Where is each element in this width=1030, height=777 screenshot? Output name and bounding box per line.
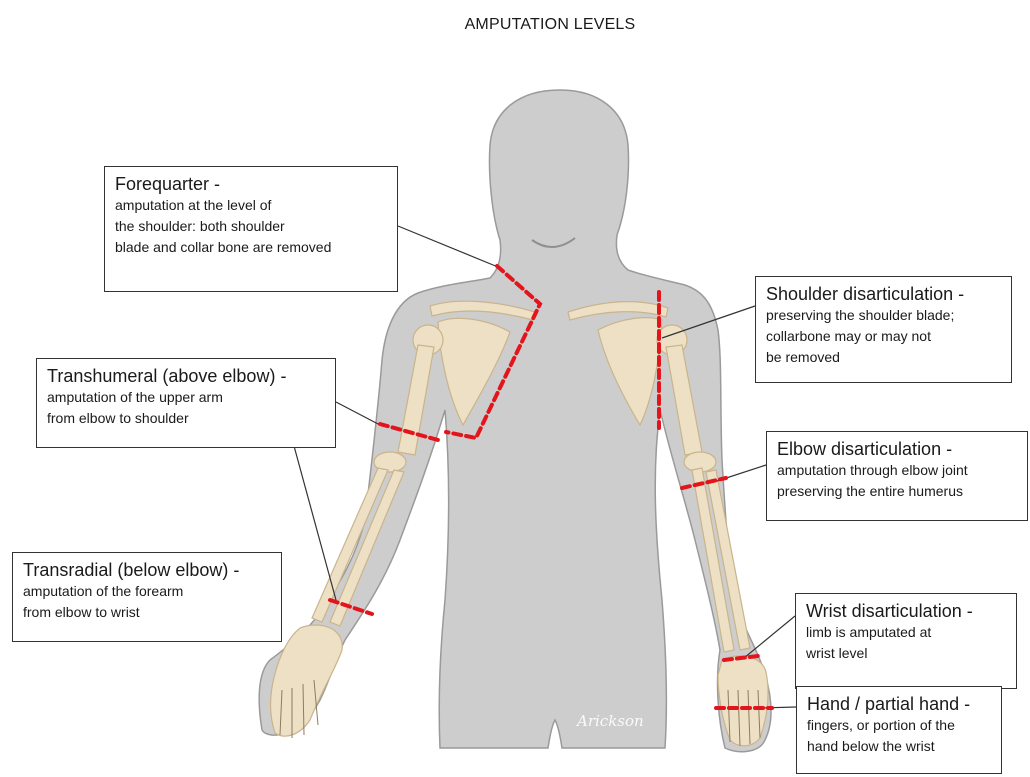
callout-body-line: collarbone may or may not: [766, 326, 1001, 347]
callout-body-line: hand below the wrist: [807, 736, 991, 757]
callout-heading: Elbow disarticulation -: [777, 438, 1017, 460]
callout-shoulder-disarticulation: Shoulder disarticulation - preserving th…: [755, 276, 1012, 383]
callout-body-line: from elbow to shoulder: [47, 408, 325, 429]
callout-heading: Shoulder disarticulation -: [766, 283, 1001, 305]
leader-forequarter: [398, 226, 498, 267]
callout-body-line: the shoulder: both shoulder: [115, 216, 387, 237]
callout-body-line: amputation through elbow joint: [777, 460, 1017, 481]
callout-transradial: Transradial (below elbow) - amputation o…: [12, 552, 282, 642]
callout-body-line: preserving the entire humerus: [777, 481, 1017, 502]
callout-body-line: blade and collar bone are removed: [115, 237, 387, 258]
callout-body-line: be removed: [766, 347, 1001, 368]
callout-body-line: amputation of the forearm: [23, 581, 271, 602]
callout-forequarter: Forequarter - amputation at the level of…: [104, 166, 398, 292]
artist-signature: Arickson: [577, 712, 644, 730]
callout-body-line: amputation at the level of: [115, 195, 387, 216]
leader-wrist-disarticulation: [744, 616, 795, 658]
callout-body-line: fingers, or portion of the: [807, 715, 991, 736]
callout-body-line: preserving the shoulder blade;: [766, 305, 1001, 326]
callout-body-line: amputation of the upper arm: [47, 387, 325, 408]
callout-heading: Hand / partial hand -: [807, 693, 991, 715]
callout-partial-hand: Hand / partial hand - fingers, or portio…: [796, 686, 1002, 774]
callout-body-line: limb is amputated at: [806, 622, 1006, 643]
callout-transhumeral: Transhumeral (above elbow) - amputation …: [36, 358, 336, 448]
callout-heading: Transhumeral (above elbow) -: [47, 365, 325, 387]
callout-elbow-disarticulation: Elbow disarticulation - amputation throu…: [766, 431, 1028, 521]
callout-body-line: wrist level: [806, 643, 1006, 664]
diagram-title: AMPUTATION LEVELS: [0, 16, 1030, 34]
callout-heading: Wrist disarticulation -: [806, 600, 1006, 622]
callout-heading: Forequarter -: [115, 173, 387, 195]
callout-wrist-disarticulation: Wrist disarticulation - limb is amputate…: [795, 593, 1017, 689]
callout-body-line: from elbow to wrist: [23, 602, 271, 623]
callout-heading: Transradial (below elbow) -: [23, 559, 271, 581]
leader-transhumeral: [336, 402, 380, 425]
